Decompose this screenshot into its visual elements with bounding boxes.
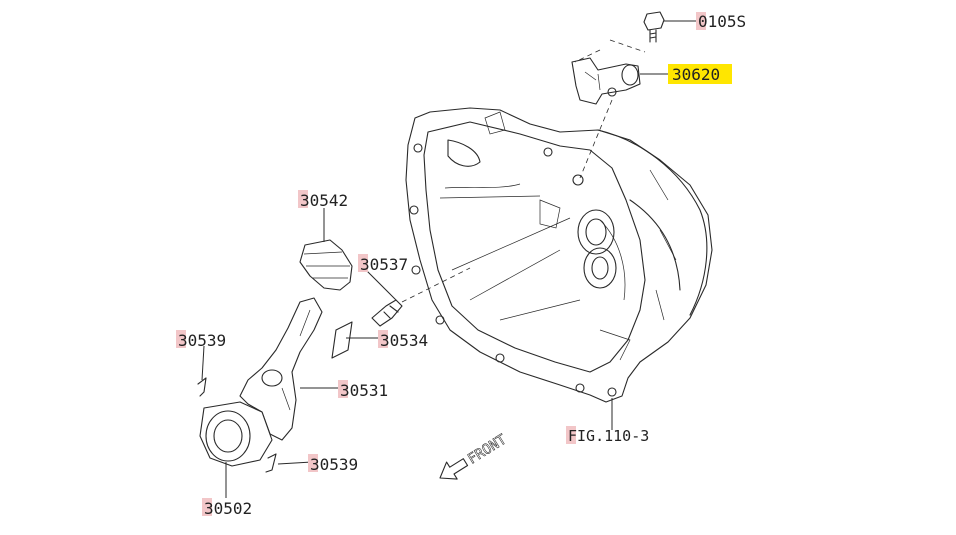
part-number-label: 30537 <box>360 255 408 274</box>
part-number-label: 30542 <box>300 191 348 210</box>
callout-highlight <box>696 12 706 30</box>
figure-reference-link[interactable]: FIG.110-3 <box>566 426 649 445</box>
callout-highlight <box>176 330 186 348</box>
callout-highlight <box>298 190 308 208</box>
callout-30539-upper[interactable]: 30539 <box>176 330 226 350</box>
spring-clip-lower <box>265 453 277 473</box>
front-direction-indicator: FRONT <box>439 431 510 480</box>
pivot-alignment-dash <box>401 267 471 303</box>
callout-30539-lower[interactable]: 30539 <box>308 454 358 474</box>
callout-highlight <box>338 380 348 398</box>
part-number-label: 30539 <box>310 455 358 474</box>
callout-30502[interactable]: 30502 <box>202 498 252 518</box>
part-number-label: 0105S <box>698 12 746 31</box>
operating-cylinder-part <box>571 57 641 105</box>
callout-highlight <box>566 426 576 444</box>
part-number-label: 30534 <box>380 331 428 350</box>
callout-highlight <box>358 254 368 272</box>
callout-30531[interactable]: 30531 <box>338 380 388 400</box>
callout-highlight <box>202 498 212 516</box>
part-number-label: 30620 <box>672 65 720 84</box>
spring-clip-upper <box>197 377 207 397</box>
part-number-label: 30502 <box>204 499 252 518</box>
transmission-housing <box>405 107 713 403</box>
callout-highlight <box>668 64 732 84</box>
callout-30534[interactable]: 30534 <box>378 330 428 350</box>
bolt-part <box>643 11 665 43</box>
part-number-label: 30539 <box>178 331 226 350</box>
release-fork-part <box>239 297 323 441</box>
callout-01052[interactable]: 0105S <box>696 12 746 31</box>
clip-part <box>331 321 353 359</box>
pivot-part <box>371 299 403 327</box>
front-label: FRONT <box>465 431 510 467</box>
boot-part <box>299 239 353 291</box>
callout-30542[interactable]: 30542 <box>298 190 348 210</box>
callout-30537[interactable]: 30537 <box>358 254 408 274</box>
callout-30620[interactable]: 30620 <box>668 64 732 84</box>
figure-reference-label: FIG.110-3 <box>568 427 649 445</box>
front-arrow-icon <box>439 458 469 480</box>
part-number-label: 30531 <box>340 381 388 400</box>
release-bearing-part <box>199 401 273 467</box>
cylinder-alignment-dash <box>574 39 646 179</box>
callout-highlight <box>308 454 318 472</box>
callout-highlight <box>378 330 388 348</box>
